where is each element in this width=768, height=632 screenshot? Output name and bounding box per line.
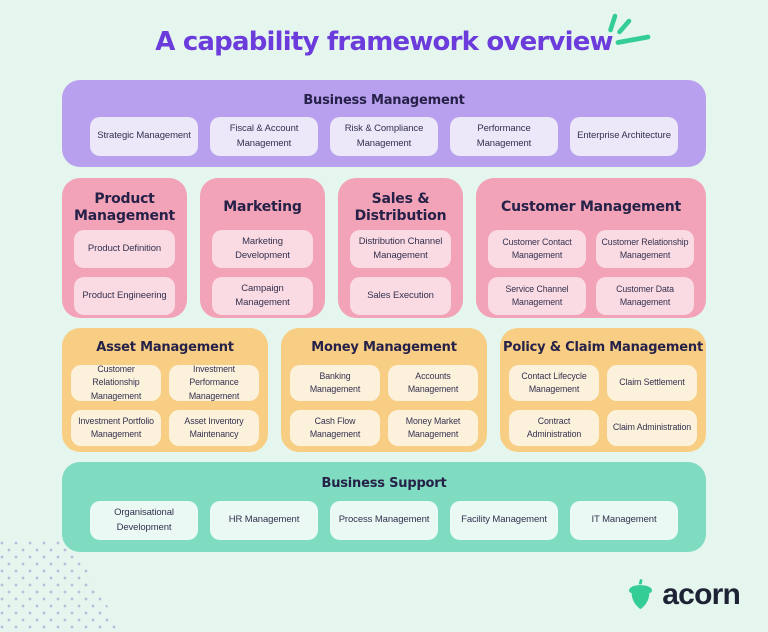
section-policy-claim-management: Policy & Claim Management Contact Lifecy… bbox=[500, 328, 706, 452]
logo-text: acorn bbox=[662, 577, 741, 611]
acorn-icon bbox=[629, 579, 653, 610]
capability-card: Cash Flow Management bbox=[290, 410, 380, 446]
capability-card: Contract Administration bbox=[509, 410, 599, 446]
section-marketing: Marketing Marketing Development Campaign… bbox=[200, 178, 325, 318]
customer-management-cards: Customer Contact Management Customer Rel… bbox=[476, 230, 706, 315]
acorn-logo: acorn bbox=[627, 577, 741, 611]
marketing-cards: Marketing Development Campaign Managemen… bbox=[200, 230, 325, 315]
section-title-product-management: Product Management bbox=[73, 190, 176, 225]
capability-card: Facility Management bbox=[450, 501, 558, 540]
capability-card: Customer Data Management bbox=[596, 277, 694, 315]
capability-card: Claim Administration bbox=[607, 410, 697, 446]
capability-card: HR Management bbox=[210, 501, 318, 540]
section-sales-distribution: Sales & Distribution Distribution Channe… bbox=[338, 178, 463, 318]
capability-card: Claim Settlement bbox=[607, 365, 697, 401]
title-row: A capability framework overview bbox=[0, 0, 768, 70]
capability-card: Accounts Management bbox=[388, 365, 478, 401]
capability-card: Money Market Management bbox=[388, 410, 478, 446]
capability-card: Organisational Development bbox=[90, 501, 198, 540]
section-money-management: Money Management Banking Management Acco… bbox=[281, 328, 487, 452]
capability-card: Fiscal & Account Management bbox=[210, 117, 318, 156]
capability-card: Performance Management bbox=[450, 117, 558, 156]
section-product-management: Product Management Product Definition Pr… bbox=[62, 178, 187, 318]
money-management-cards: Banking Management Accounts Management C… bbox=[281, 365, 487, 446]
capability-card: Marketing Development bbox=[212, 230, 313, 268]
dots-pattern bbox=[0, 540, 120, 632]
capability-card: Risk & Compliance Management bbox=[330, 117, 438, 156]
capability-card: Investment Performance Management bbox=[169, 364, 259, 401]
section-title-marketing: Marketing bbox=[223, 199, 302, 216]
capability-card: Banking Management bbox=[290, 365, 380, 401]
section-business-management: Business Management Strategic Management… bbox=[62, 80, 706, 167]
section-customer-management: Customer Management Customer Contact Man… bbox=[476, 178, 706, 318]
capability-card: Distribution Channel Management bbox=[350, 230, 451, 268]
capability-card: Product Definition bbox=[74, 230, 175, 268]
section-business-support: Business Support Organisational Developm… bbox=[62, 462, 706, 552]
section-asset-management: Asset Management Customer Relationship M… bbox=[62, 328, 268, 452]
capability-card: Product Engineering bbox=[74, 277, 175, 315]
asset-management-cards: Customer Relationship Management Investm… bbox=[62, 364, 268, 446]
policy-claim-cards: Contact Lifecycle Management Claim Settl… bbox=[500, 365, 706, 446]
section-title-asset-management: Asset Management bbox=[96, 340, 234, 355]
page-title: A capability framework overview bbox=[155, 27, 613, 57]
capability-card: Process Management bbox=[330, 501, 438, 540]
sparkle-icon bbox=[608, 13, 651, 45]
capability-card: Asset Inventory Maintenancy bbox=[169, 410, 259, 446]
capability-card: IT Management bbox=[570, 501, 678, 540]
capability-card: Strategic Management bbox=[90, 117, 198, 156]
section-title-money-management: Money Management bbox=[311, 340, 457, 355]
capability-card: Contact Lifecycle Management bbox=[509, 365, 599, 401]
section-title-sales-distribution: Sales & Distribution bbox=[354, 190, 447, 225]
business-management-cards: Strategic Management Fiscal & Account Ma… bbox=[62, 117, 706, 156]
capability-card: Campaign Management bbox=[212, 277, 313, 315]
business-support-cards: Organisational Development HR Management… bbox=[62, 501, 706, 540]
section-title-policy-claim-management: Policy & Claim Management bbox=[503, 340, 703, 355]
capability-card: Customer Relationship Management bbox=[596, 230, 694, 268]
capability-card: Customer Contact Management bbox=[488, 230, 586, 268]
capability-card: Enterprise Architecture bbox=[570, 117, 678, 156]
section-title-business-support: Business Support bbox=[321, 476, 447, 491]
product-management-cards: Product Definition Product Engineering bbox=[62, 230, 187, 315]
section-title-business-management: Business Management bbox=[303, 93, 465, 108]
capability-card: Investment Portfolio Management bbox=[71, 410, 161, 446]
capability-card: Customer Relationship Management bbox=[71, 364, 161, 401]
capability-card: Service Channel Management bbox=[488, 277, 586, 315]
section-title-customer-management: Customer Management bbox=[501, 199, 681, 216]
capability-card: Sales Execution bbox=[350, 277, 451, 315]
sales-distribution-cards: Distribution Channel Management Sales Ex… bbox=[338, 230, 463, 315]
